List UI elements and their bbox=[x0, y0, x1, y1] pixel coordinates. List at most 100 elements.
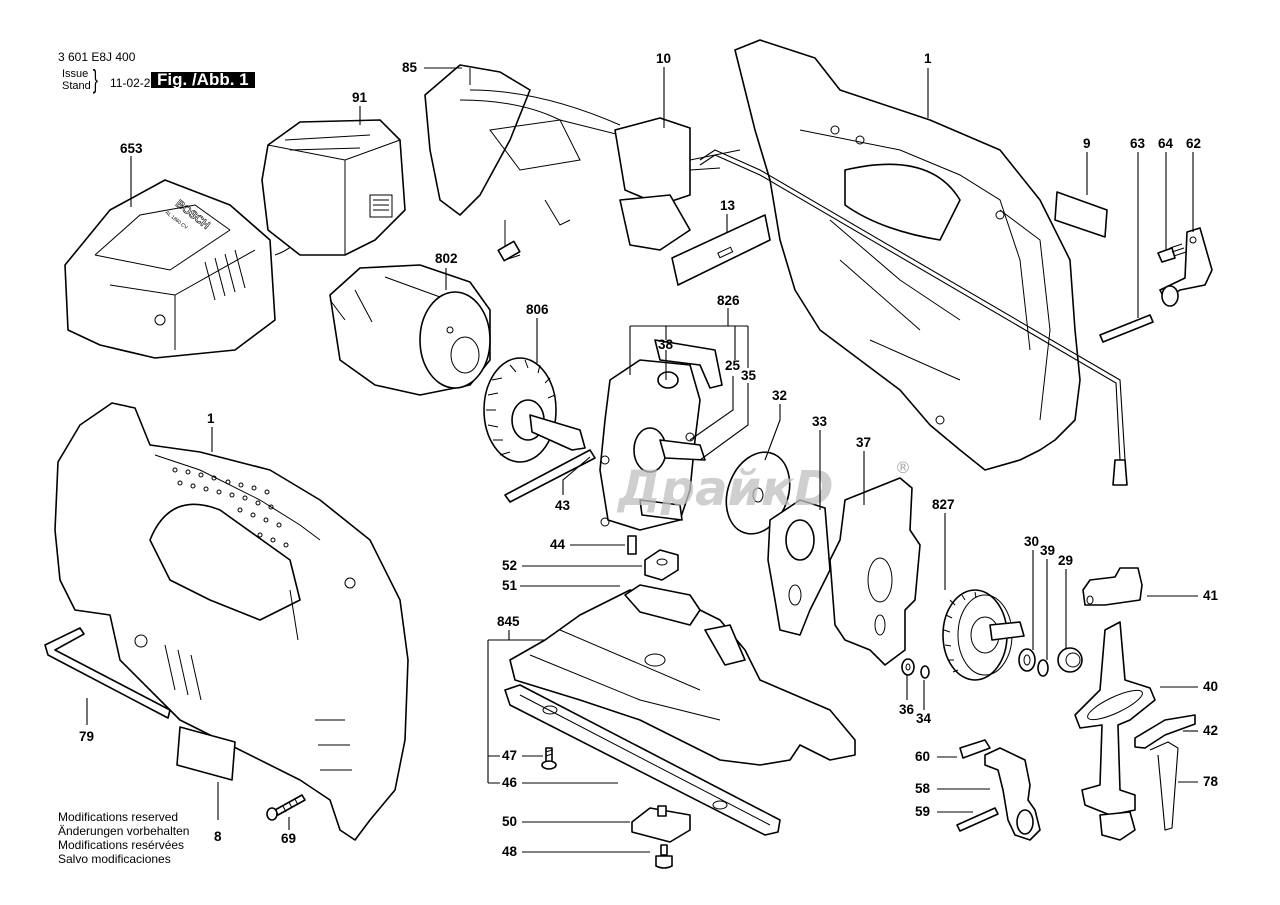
bearing-bushing-29-part[interactable] bbox=[1057, 647, 1083, 673]
callout-59[interactable]: 59 bbox=[915, 804, 930, 819]
callout-91[interactable]: 91 bbox=[352, 90, 368, 105]
callout-39[interactable]: 39 bbox=[1040, 543, 1055, 558]
guide-41-part[interactable] bbox=[1082, 567, 1143, 606]
washer-30-part[interactable] bbox=[1018, 648, 1036, 672]
pad-60-part[interactable] bbox=[959, 739, 991, 759]
clamping-nut-52-part[interactable] bbox=[644, 549, 679, 581]
spring-clip-part[interactable] bbox=[1149, 741, 1179, 831]
issue-labels: Issue Stand bbox=[62, 68, 91, 92]
callout-653[interactable]: 653 bbox=[120, 141, 143, 156]
callout-41[interactable]: 41 bbox=[1203, 588, 1219, 603]
callout-47[interactable]: 47 bbox=[502, 748, 517, 763]
pin-44-part[interactable] bbox=[627, 535, 637, 555]
callout-9[interactable]: 9 bbox=[1083, 136, 1091, 151]
switch-cover-part[interactable] bbox=[671, 214, 771, 286]
callout-1-housing-left[interactable]: 1 bbox=[207, 411, 215, 426]
callout-802[interactable]: 802 bbox=[435, 251, 458, 266]
base-plate-assembly-part[interactable] bbox=[509, 584, 856, 766]
watermark: ДрайкD ® bbox=[616, 458, 911, 517]
callout-32[interactable]: 32 bbox=[772, 388, 787, 403]
cover-plate-part[interactable] bbox=[829, 477, 921, 666]
callout-labels: 85 10 1 91 653 13 9 63 64 62 802 826 806… bbox=[79, 51, 1219, 859]
callout-826[interactable]: 826 bbox=[717, 293, 740, 308]
clamp-screw-part[interactable] bbox=[655, 844, 673, 869]
callout-37[interactable]: 37 bbox=[856, 435, 871, 450]
watermark-registered: ® bbox=[895, 458, 911, 477]
callout-58[interactable]: 58 bbox=[915, 781, 931, 796]
electronics-module-part[interactable] bbox=[424, 64, 641, 262]
callout-50[interactable]: 50 bbox=[502, 814, 517, 829]
motor-part[interactable] bbox=[329, 264, 491, 396]
rod-43-part[interactable] bbox=[504, 449, 596, 503]
sole-plate-part[interactable] bbox=[504, 684, 781, 836]
callout-62[interactable]: 62 bbox=[1186, 136, 1201, 151]
switch-part[interactable] bbox=[614, 117, 741, 251]
callout-38[interactable]: 38 bbox=[658, 337, 674, 352]
callout-8[interactable]: 8 bbox=[214, 829, 222, 844]
callout-36[interactable]: 36 bbox=[899, 702, 915, 717]
modification-notes: Modifications reserved Änderungen vorbeh… bbox=[58, 810, 189, 866]
callout-85[interactable]: 85 bbox=[402, 60, 418, 75]
callout-845[interactable]: 845 bbox=[497, 614, 520, 629]
hex-key-part[interactable] bbox=[44, 627, 171, 719]
fan-part[interactable] bbox=[483, 357, 586, 463]
battery-part[interactable] bbox=[261, 119, 406, 256]
disc-part[interactable] bbox=[715, 443, 800, 542]
callout-52[interactable]: 52 bbox=[502, 558, 517, 573]
callout-34[interactable]: 34 bbox=[916, 711, 932, 726]
charger-part[interactable]: BOSCH AL 1860 CV bbox=[64, 179, 301, 359]
washer-36-part[interactable] bbox=[901, 658, 915, 676]
callout-78[interactable]: 78 bbox=[1203, 774, 1219, 789]
housing-right-part[interactable] bbox=[699, 39, 1128, 486]
plunger-40-part[interactable] bbox=[1074, 621, 1156, 841]
blade-clamp-part[interactable] bbox=[1134, 714, 1196, 749]
callout-42[interactable]: 42 bbox=[1203, 723, 1218, 738]
callout-60[interactable]: 60 bbox=[915, 749, 930, 764]
clamp-shoe-part[interactable] bbox=[631, 805, 691, 843]
callout-806[interactable]: 806 bbox=[526, 302, 549, 317]
screw-47-part[interactable] bbox=[541, 747, 557, 770]
label-part[interactable] bbox=[1054, 191, 1108, 238]
callout-46[interactable]: 46 bbox=[502, 775, 518, 790]
callout-10[interactable]: 10 bbox=[656, 51, 671, 66]
gearbox-assembly-part[interactable] bbox=[599, 339, 723, 531]
note-fr: Modifications resérvées bbox=[58, 838, 185, 852]
callout-48[interactable]: 48 bbox=[502, 844, 518, 859]
lever-62-part[interactable] bbox=[1159, 227, 1213, 307]
callout-827[interactable]: 827 bbox=[932, 497, 955, 512]
callout-69[interactable]: 69 bbox=[281, 831, 296, 846]
spring-pin-64-part[interactable] bbox=[1157, 243, 1187, 263]
gasket-part[interactable] bbox=[767, 499, 831, 636]
callout-13[interactable]: 13 bbox=[720, 198, 736, 213]
callout-1-housing-right[interactable]: 1 bbox=[924, 51, 932, 66]
callout-25[interactable]: 25 bbox=[725, 358, 741, 373]
callout-51[interactable]: 51 bbox=[502, 578, 518, 593]
note-es: Salvo modificaciones bbox=[58, 852, 171, 866]
callout-44[interactable]: 44 bbox=[550, 537, 566, 552]
circlip-34-part[interactable] bbox=[920, 665, 930, 679]
callout-79[interactable]: 79 bbox=[79, 729, 94, 744]
tapping-screw-part[interactable] bbox=[266, 794, 306, 821]
callout-35[interactable]: 35 bbox=[741, 368, 757, 383]
callout-30[interactable]: 30 bbox=[1024, 534, 1039, 549]
retaining-ring-39-part[interactable] bbox=[1037, 659, 1049, 677]
callout-63[interactable]: 63 bbox=[1130, 136, 1146, 151]
grip-dots bbox=[172, 467, 289, 548]
type-plate-part[interactable] bbox=[176, 726, 236, 781]
issue-label-de: Stand bbox=[62, 80, 91, 92]
housing-left-part[interactable] bbox=[54, 402, 409, 841]
pin-63-part[interactable] bbox=[1099, 314, 1154, 343]
callout-64[interactable]: 64 bbox=[1158, 136, 1174, 151]
callout-40[interactable]: 40 bbox=[1203, 679, 1218, 694]
axle-pin-59-part[interactable] bbox=[956, 807, 999, 832]
brace-glyph: } bbox=[92, 64, 98, 94]
callout-43[interactable]: 43 bbox=[555, 498, 571, 513]
roller-arm-58-part[interactable] bbox=[984, 747, 1041, 841]
issue-date: 11-02-21 bbox=[110, 76, 158, 90]
gear-part[interactable] bbox=[942, 589, 1025, 681]
callout-29[interactable]: 29 bbox=[1058, 553, 1073, 568]
leader-lines bbox=[86, 67, 1198, 853]
watermark-text: ДрайкD bbox=[616, 461, 834, 517]
callout-33[interactable]: 33 bbox=[812, 414, 828, 429]
note-de: Änderungen vorbehalten bbox=[58, 824, 190, 838]
